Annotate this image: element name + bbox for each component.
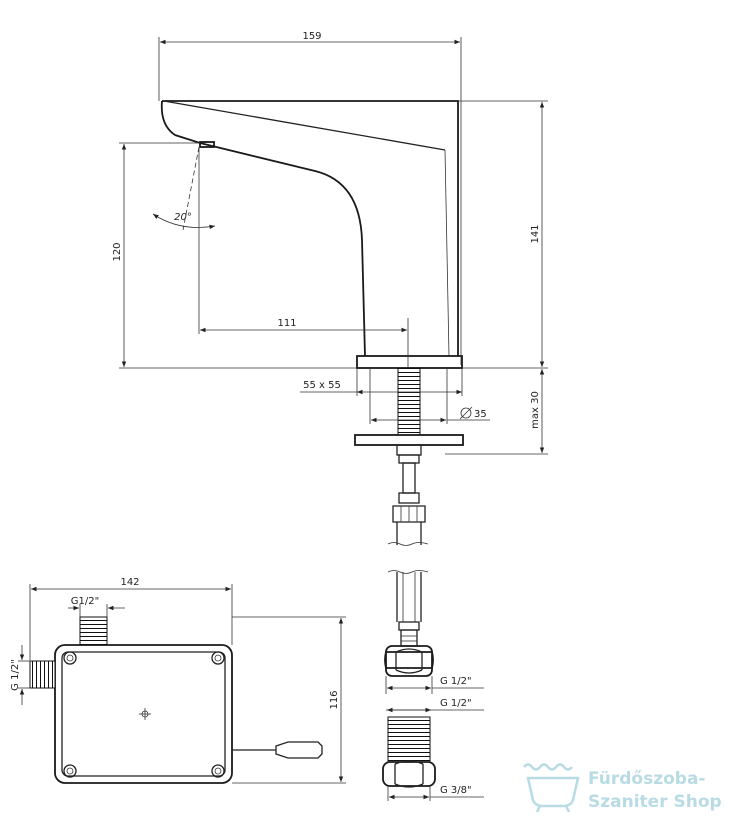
dim-box-top-inlet: G1/2" (68, 596, 125, 617)
dim-base-plate: 55 x 55 (300, 368, 463, 396)
dim-142-label: 142 (120, 577, 139, 588)
dim-hole-diameter: 35 (369, 368, 490, 424)
adapter: G 1/2" (382, 698, 484, 788)
sensor-cable (232, 741, 323, 759)
dim-120-label: 120 (112, 242, 123, 261)
dim-top-inlet-label: G1/2" (71, 596, 99, 607)
dim-141-label: 141 (530, 224, 541, 243)
dim-111-label: 111 (277, 318, 296, 329)
dim-116-label: 116 (329, 690, 340, 709)
dim-spray-angle: 20° (152, 146, 216, 231)
watermark-line2: Szaniter Shop (588, 792, 722, 812)
dim-max30-label: max 30 (530, 391, 541, 429)
hose-nut (384, 645, 434, 677)
control-box (54, 644, 233, 784)
dim-55-label: 55 x 55 (303, 380, 341, 391)
watermark-line1: Fürdőszoba- (588, 769, 706, 789)
shop-logo: Fürdőszoba- Szaniter Shop (523, 763, 722, 813)
box-side-inlet (29, 660, 56, 689)
dim-width-total: 159 (158, 31, 462, 365)
box-top-inlet (79, 616, 108, 646)
dim-adapter-bottom-label: G 3/8" (440, 785, 472, 796)
dim-box-height: 116 (232, 616, 346, 784)
rod-nut (392, 444, 426, 523)
dim-box-side-inlet: G 1/2" (10, 645, 30, 705)
faucet-body (160, 100, 459, 357)
mounting-plate (354, 434, 464, 446)
threaded-rod (397, 367, 421, 436)
base-plate (356, 355, 463, 369)
dim-20-label: 20° (174, 212, 192, 223)
dim-side-inlet-label: G 1/2" (10, 659, 21, 691)
dim-hose-end: G 1/2" (385, 676, 484, 694)
dim-159-label: 159 (302, 31, 321, 42)
dim-adapter-bottom: G 3/8" (387, 785, 484, 801)
dim-adapter-top-label: G 1/2" (440, 698, 472, 709)
dim-35-label: 35 (474, 409, 487, 420)
dim-hose-end-label: G 1/2" (440, 676, 472, 687)
dim-spout-height: 120 (112, 142, 357, 369)
dim-box-width: 142 (29, 577, 233, 660)
hose-upper (387, 522, 429, 546)
dim-height-total: 141 (458, 100, 548, 369)
dim-spout-reach: 111 (198, 148, 409, 368)
bathtub-icon (523, 763, 580, 813)
hose-lower (387, 570, 429, 647)
dim-max-deck: max 30 (445, 369, 548, 455)
